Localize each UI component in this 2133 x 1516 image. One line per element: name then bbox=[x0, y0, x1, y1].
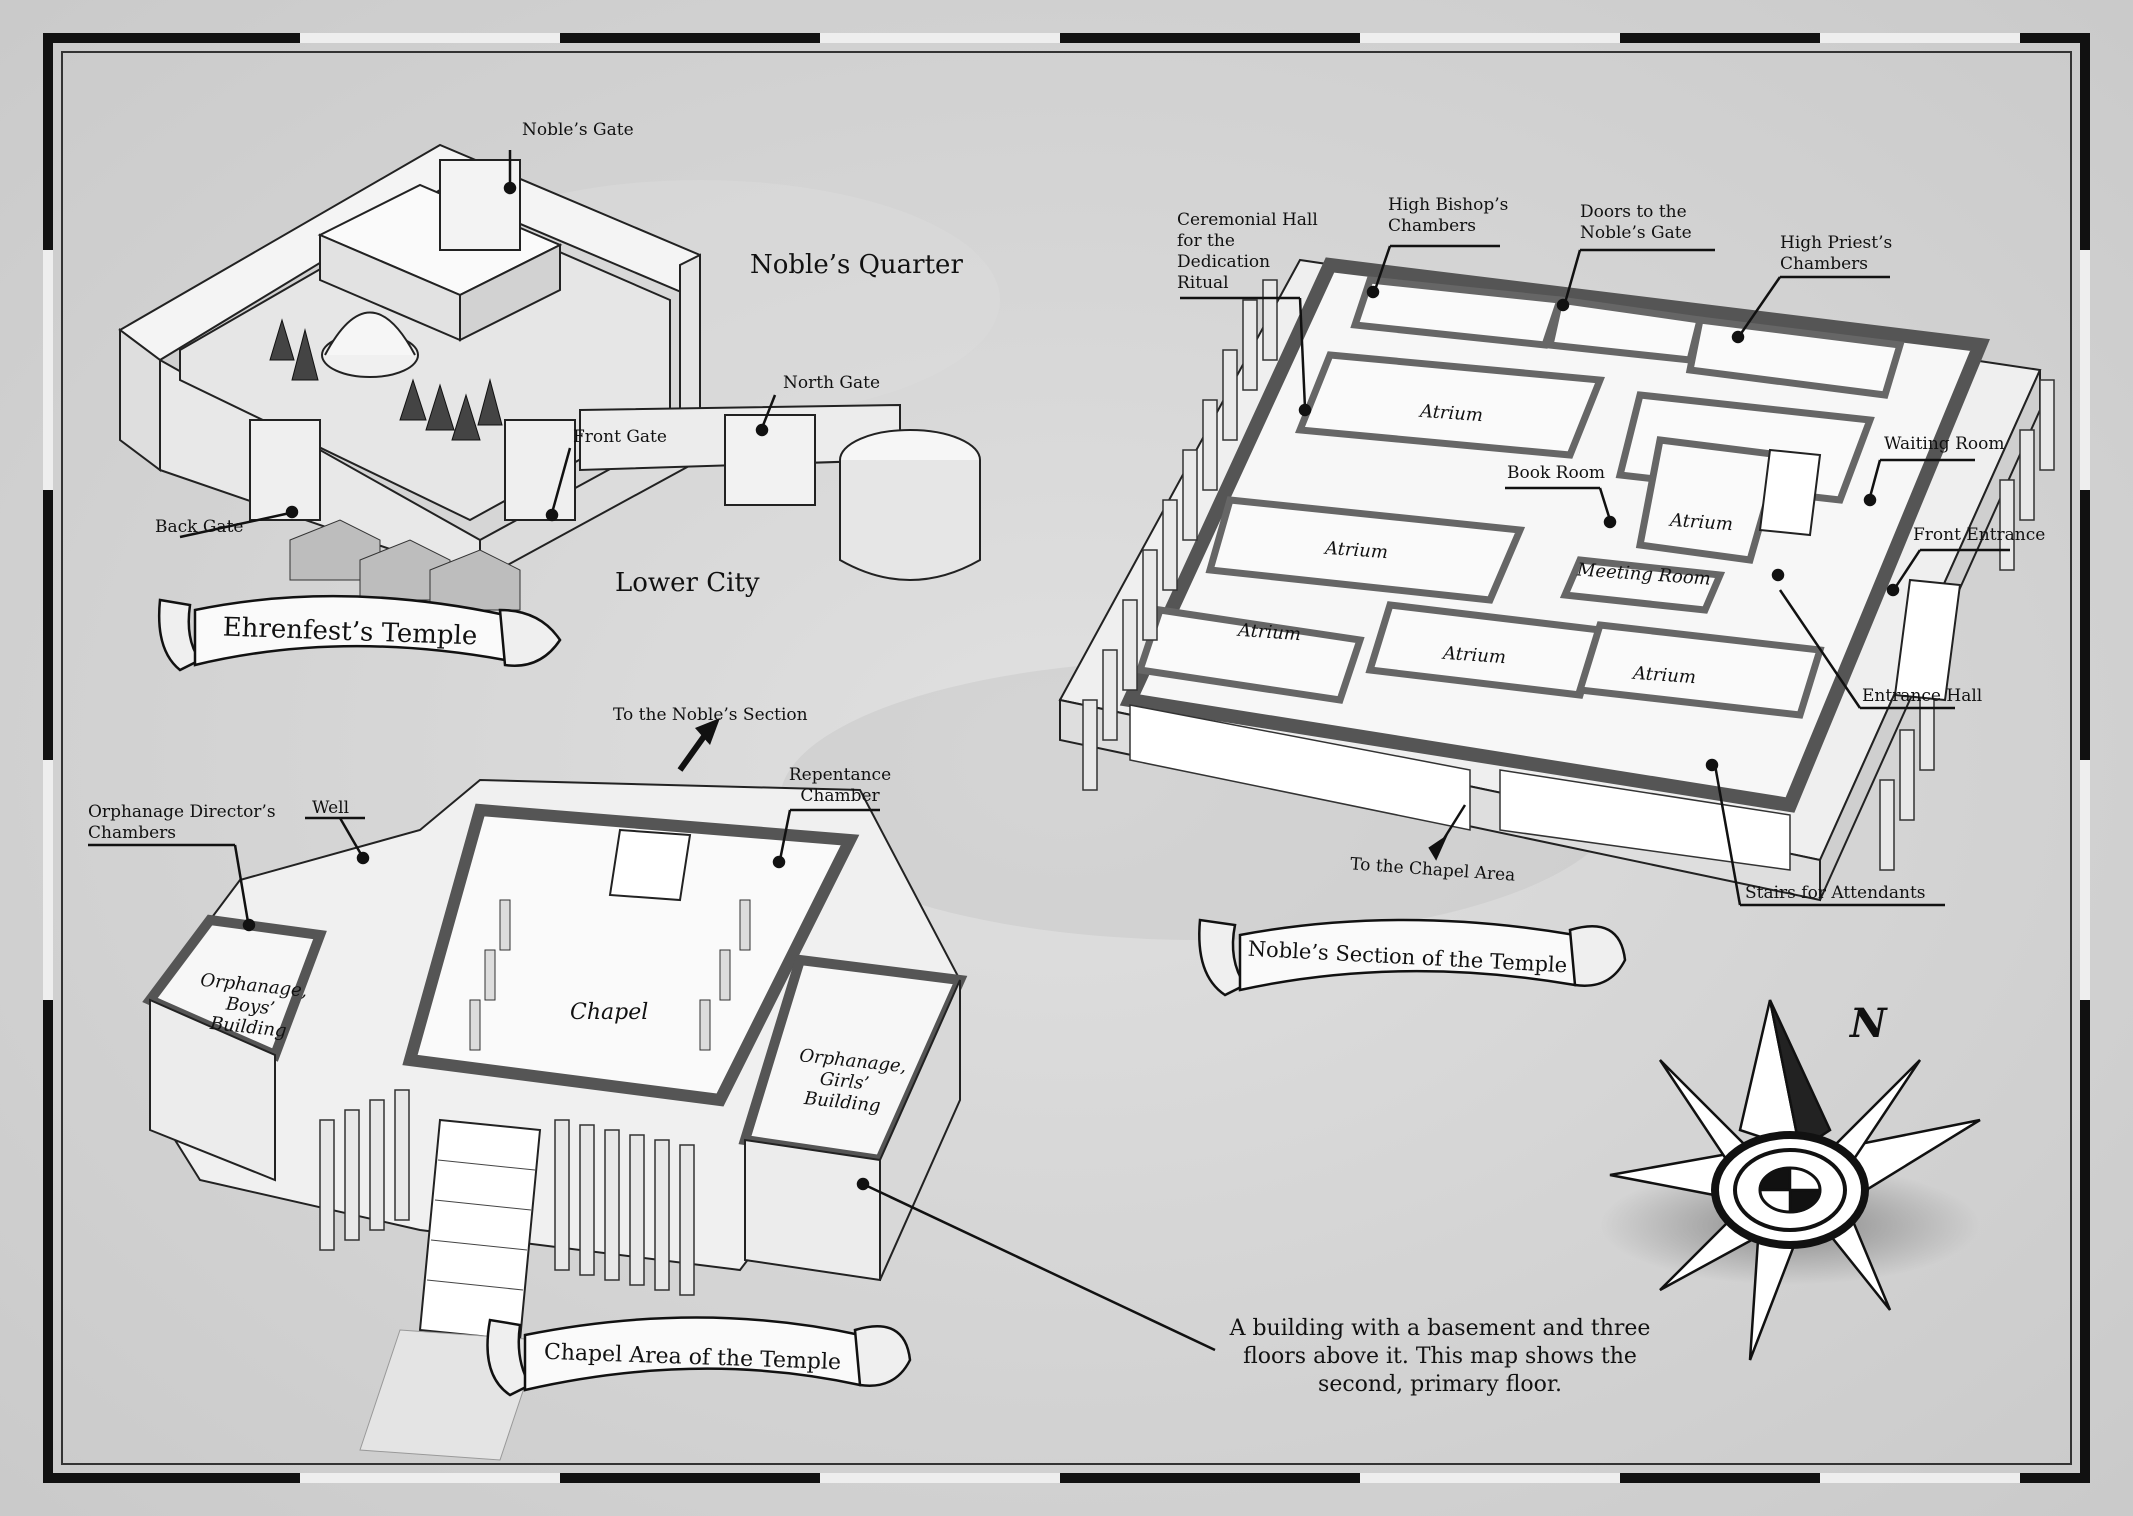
label-ceremonial-hall: Ceremonial Hall for the Dedication Ritua… bbox=[1177, 210, 1318, 293]
label-orphanage-director: Orphanage Director’s Chambers bbox=[88, 802, 276, 843]
map-border bbox=[43, 33, 2090, 1483]
label-boys-building: Orphanage, Boys’ Building bbox=[199, 969, 309, 1042]
label-chapel: Chapel bbox=[570, 1000, 649, 1025]
label-stairs-attendants: Stairs for Attendants bbox=[1745, 883, 1926, 903]
label-atrium-2: Atrium bbox=[1669, 509, 1734, 536]
map-footnote: A building with a basement and three flo… bbox=[1229, 1316, 1651, 1397]
label-front-entrance: Front Entrance bbox=[1913, 525, 2046, 545]
chapel-banner bbox=[486, 1316, 912, 1397]
label-front-gate: Front Gate bbox=[573, 427, 667, 447]
compass-north-label: N bbox=[1850, 1000, 1887, 1047]
label-entrance-hall: Entrance Hall bbox=[1862, 686, 1983, 706]
label-high-bishop: High Bishop’s Chambers bbox=[1388, 195, 1509, 236]
label-repentance-chamber: Repentance Chamber bbox=[788, 765, 892, 806]
label-nobles-quarter: Noble’s Quarter bbox=[750, 250, 963, 280]
temple-leader-lines bbox=[179, 150, 777, 539]
noble-leader-lines bbox=[1180, 244, 2010, 907]
label-atrium-5: Atrium bbox=[1442, 642, 1507, 669]
label-lower-city: Lower City bbox=[615, 568, 760, 598]
arrow-to-noble-icon bbox=[695, 718, 720, 745]
label-north-gate: North Gate bbox=[783, 373, 881, 393]
label-atrium-1: Atrium bbox=[1419, 400, 1484, 427]
label-nobles-gate: Noble’s Gate bbox=[522, 120, 634, 140]
label-well: Well bbox=[312, 798, 350, 818]
label-high-priest: High Priest’s Chambers bbox=[1780, 233, 1893, 274]
label-atrium-3: Atrium bbox=[1324, 537, 1389, 564]
noble-banner bbox=[1198, 918, 1627, 997]
label-atrium-6: Atrium bbox=[1632, 662, 1697, 689]
label-to-nobles-section: To the Noble’s Section bbox=[613, 705, 808, 725]
label-waiting-room: Waiting Room bbox=[1884, 434, 2005, 454]
compass-rose-icon bbox=[1600, 999, 1981, 1361]
ehrenfest-banner bbox=[158, 594, 562, 672]
chapel-leader-lines bbox=[88, 808, 1216, 1352]
label-doors-nobles-gate: Doors to the Noble’s Gate bbox=[1580, 202, 1692, 243]
label-girls-building: Orphanage, Girls’ Building bbox=[798, 1045, 908, 1117]
chapel-area-drawing bbox=[142, 733, 968, 1461]
label-back-gate: Back Gate bbox=[155, 517, 244, 537]
ehrenfest-temple-drawing bbox=[118, 143, 981, 611]
label-atrium-4: Atrium bbox=[1237, 619, 1302, 646]
label-book-room: Book Room bbox=[1507, 463, 1606, 483]
